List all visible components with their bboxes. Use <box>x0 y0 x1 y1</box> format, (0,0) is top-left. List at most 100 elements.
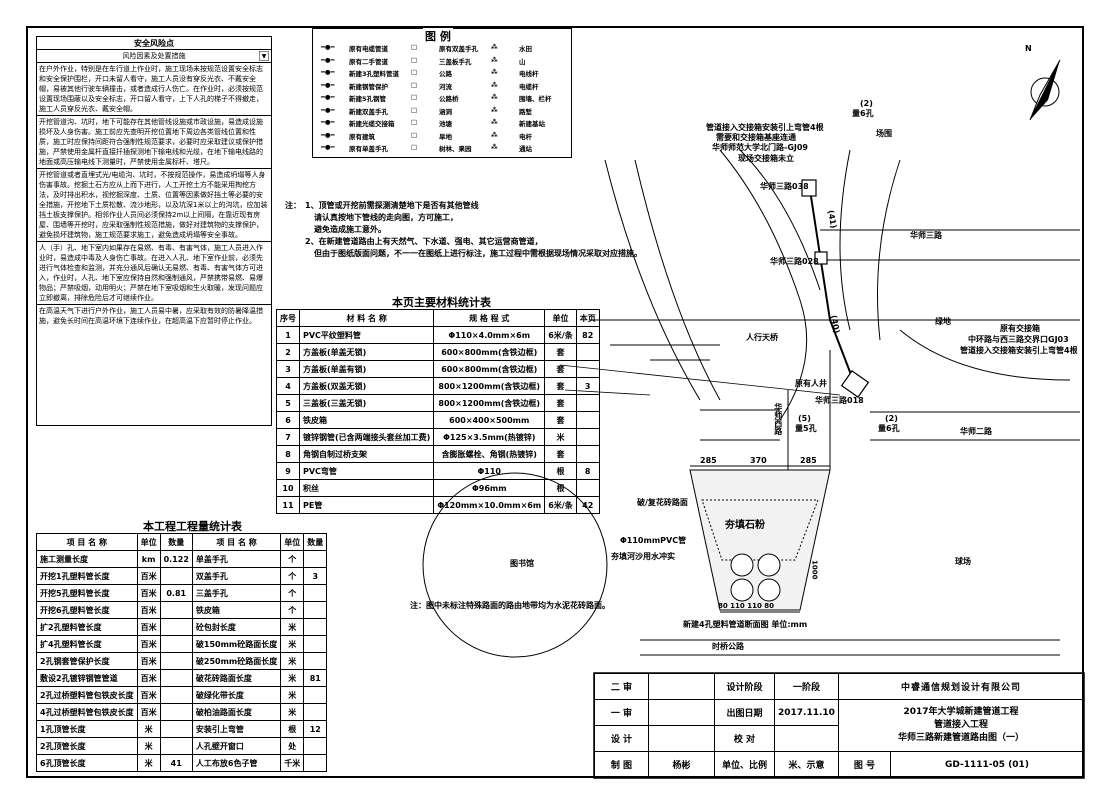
table-cell: 6米/条 <box>544 326 577 344</box>
table-cell: 百米 <box>136 703 161 721</box>
table-row: 开挖6孔塑料管长度百米铁皮箱个 <box>36 601 328 619</box>
table-cell: Φ125×3.5mm(热镀锌) <box>433 428 546 446</box>
table-cell <box>303 737 328 755</box>
table-cell: Φ96mm <box>433 479 546 497</box>
table-cell: 砼包封长度 <box>191 618 282 636</box>
table-cell: 破绿化带长度 <box>191 686 282 704</box>
scale-label: 单位、比例 <box>714 751 775 778</box>
road-curve <box>739 149 821 291</box>
table-cell: 800×1200mm(含铁边框) <box>433 377 546 395</box>
table-cell: 米 <box>280 703 305 721</box>
section-pvc-label: Φ110mmPVC管 <box>620 536 687 545</box>
table-cell: 套 <box>544 411 577 429</box>
legend-symbol-icon: ━●━ <box>321 68 335 76</box>
legend-symbol-icon: ⁂ <box>491 93 498 101</box>
table-cell: 2孔钢套管保护长度 <box>36 652 138 670</box>
legend-title: 图 例 <box>423 28 453 44</box>
scale-value: 米、示意 <box>774 751 839 778</box>
table-cell: 镀锌钢管(已含两端接头套丝加工费) <box>298 428 435 446</box>
note-line: 避免造成施工意外。 <box>314 225 386 234</box>
table-cell: 单盖手孔 <box>191 550 282 568</box>
table-cell: 41 <box>159 754 193 772</box>
materials-title: 本页主要材料统计表 <box>392 296 491 309</box>
table-cell: 米 <box>280 618 305 636</box>
table-cell: 个 <box>280 550 305 568</box>
table-cell: 0.122 <box>159 550 193 568</box>
table-cell: 6孔顶管长度 <box>36 754 138 772</box>
legend-item-label: 河流 <box>439 82 452 91</box>
legend-item-label: 围墙、栏杆 <box>519 95 552 103</box>
table-cell <box>303 635 328 653</box>
table-header-cell: 单位 <box>280 533 305 551</box>
section-caption: 新建4孔塑料管道断面图 单位:mm <box>683 620 808 629</box>
table-cell <box>575 445 600 463</box>
table-row: 4孔过桥塑料管包铁皮长度百米破柏油路面长度米 <box>36 703 328 721</box>
legend-symbol-icon: □ <box>411 93 418 101</box>
table-cell: 6米/条 <box>544 496 577 514</box>
table-header-cell: 单位 <box>544 309 577 327</box>
table-cell: 角钢自制过桥支架 <box>298 445 435 463</box>
table-cell <box>159 618 193 636</box>
table-header-cell: 序号 <box>276 309 300 327</box>
hand-hole-028 <box>814 251 828 265</box>
table-cell: 9 <box>276 462 300 480</box>
legend-item-label: 公路 <box>439 70 452 78</box>
table-header-cell: 本页 <box>575 309 600 327</box>
table-cell: PVC平纹塑料管 <box>298 326 435 344</box>
drawing-frame <box>26 26 1084 778</box>
project-line: 华师三路新建管道路由图（一） <box>897 733 1024 743</box>
table-cell: 双盖手孔 <box>191 567 282 585</box>
section-dim: 370 <box>750 456 767 465</box>
count-label: 量6孔 <box>878 424 900 433</box>
table-cell <box>303 584 328 602</box>
chevron-down-icon[interactable]: ▼ <box>259 51 269 61</box>
designer-name: 杨彬 <box>648 751 715 778</box>
count-label: (2) <box>885 414 898 423</box>
table-cell: 敷设2孔镀锌钢管管道 <box>36 669 138 687</box>
road-label: 人行天桥 <box>746 333 778 342</box>
road-curve <box>877 159 901 341</box>
legend-item-label: 原有单盖手孔 <box>349 145 388 153</box>
pipe-section <box>689 465 831 613</box>
table-cell <box>303 754 328 772</box>
table-cell: 米 <box>136 720 161 738</box>
legend-item-label: 新建钢管保护 <box>349 82 388 91</box>
table-cell: 套 <box>544 377 577 395</box>
hand-hole-038 <box>801 179 817 197</box>
table-cell: 积丝 <box>298 479 435 497</box>
table-cell: 个 <box>280 567 305 585</box>
safety-paragraph: 人（手）孔、地下室内如果存在易燃、有毒、有害气体，施工人员进入作业时，易造成中毒… <box>37 242 271 305</box>
legend-symbol-icon: ━●━ <box>321 143 335 151</box>
road-curve <box>719 149 808 421</box>
legend-symbol-icon: ⁂ <box>491 143 498 151</box>
section-side-dim: 1000 <box>810 560 819 580</box>
table-cell: 含膨胀螺栓、角钢(热镀锌) <box>433 445 546 463</box>
table-cell: 百米 <box>136 635 161 653</box>
table-cell <box>303 550 328 568</box>
table-cell: 破250mm砼路面长度 <box>191 652 282 670</box>
table-cell <box>159 686 193 704</box>
table-cell: 百米 <box>136 669 161 687</box>
callout-top: 需要和交接箱基座连通 <box>716 133 796 142</box>
legend-symbol-icon: □ <box>411 80 418 89</box>
legend-symbol-icon: ⁂ <box>491 105 498 114</box>
hand-hole-018 <box>840 370 870 398</box>
area-label: 球场 <box>955 557 971 566</box>
callout-top: 现场交接箱未立 <box>738 154 794 163</box>
hole-label: 原有人井 <box>795 379 827 388</box>
bottom-note: 注：图中未标注特殊路面的路由地带均为水泥花砖路面。 <box>410 601 610 610</box>
table-header-cell: 项 目 名 称 <box>191 533 282 551</box>
table-cell: 开挖1孔塑料管长度 <box>36 567 138 585</box>
table-cell: 10 <box>276 479 300 497</box>
safety-paragraph: 开挖管道或者直埋式光/电缆沟、坑时，不按规范操作，易造成坍塌等人身伤害事故。挖掘… <box>37 169 271 242</box>
table-cell: 个 <box>280 584 305 602</box>
table-cell: 百米 <box>136 567 161 585</box>
section-dim: 285 <box>800 456 817 465</box>
legend-symbol-icon: □ <box>411 43 418 51</box>
table-cell: 破柏油路面长度 <box>191 703 282 721</box>
stage-value: 一阶段 <box>774 673 839 700</box>
